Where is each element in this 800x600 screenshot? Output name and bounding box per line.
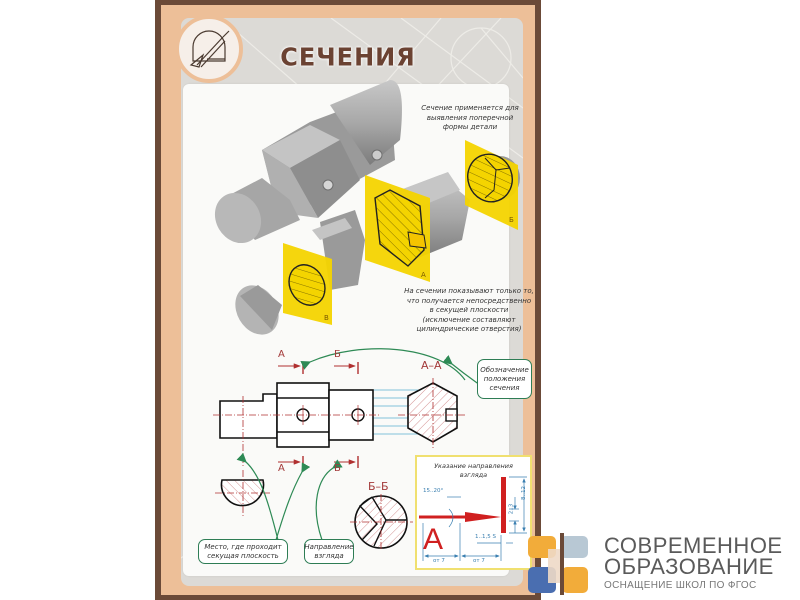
iso-main-part	[214, 80, 402, 244]
dim-arrow-length: 1..1,5 S	[475, 534, 496, 540]
brand-block: СОВРЕМЕННОЕ ОБРАЗОВАНИЕ ОСНАЩЕНИЕ ШКОЛ П…	[528, 533, 798, 595]
dim-height2: 8..12	[521, 486, 527, 500]
drafting-compass-icon	[189, 30, 230, 68]
brand-line1: СОВРЕМЕННОЕ	[604, 533, 783, 558]
dim-gap1: от 7	[433, 558, 445, 564]
dim-angle: 15..20°	[423, 488, 444, 494]
cut-label-a-top: А	[278, 349, 285, 360]
emblem-badge	[175, 15, 243, 83]
section-label-aa: А–А	[421, 359, 442, 372]
orthographic-view	[213, 362, 465, 550]
leader-arrows	[236, 348, 481, 541]
iso-lower-part: В	[235, 210, 365, 335]
dim-gap2: от 7	[473, 558, 485, 564]
plane-label-a: А	[421, 271, 426, 279]
iso-right-part: Б	[465, 140, 520, 230]
cut-label-b-bottom: Б	[334, 463, 341, 474]
view-direction-diagram: А	[419, 476, 527, 561]
brand-logo-icon	[528, 533, 588, 595]
poster-title: СЕЧЕНИЯ	[280, 42, 416, 72]
plane-label-b: Б	[509, 216, 514, 224]
plane-label-v: В	[324, 314, 329, 322]
cut-label-a-bottom: А	[278, 463, 285, 474]
brand-line2: ОБРАЗОВАНИЕ	[604, 554, 774, 579]
brand-tagline: ОСНАЩЕНИЕ ШКОЛ ПО ФГОС	[604, 580, 757, 591]
dim-height1: 2..3	[508, 503, 515, 515]
iso-middle-part: А	[365, 172, 470, 282]
view-letter-a: А	[423, 523, 443, 556]
section-label-bb: Б–Б	[368, 480, 389, 493]
note-rule: На сечении показывают только то,что полу…	[404, 287, 534, 333]
cut-label-b-top: Б	[334, 349, 341, 360]
